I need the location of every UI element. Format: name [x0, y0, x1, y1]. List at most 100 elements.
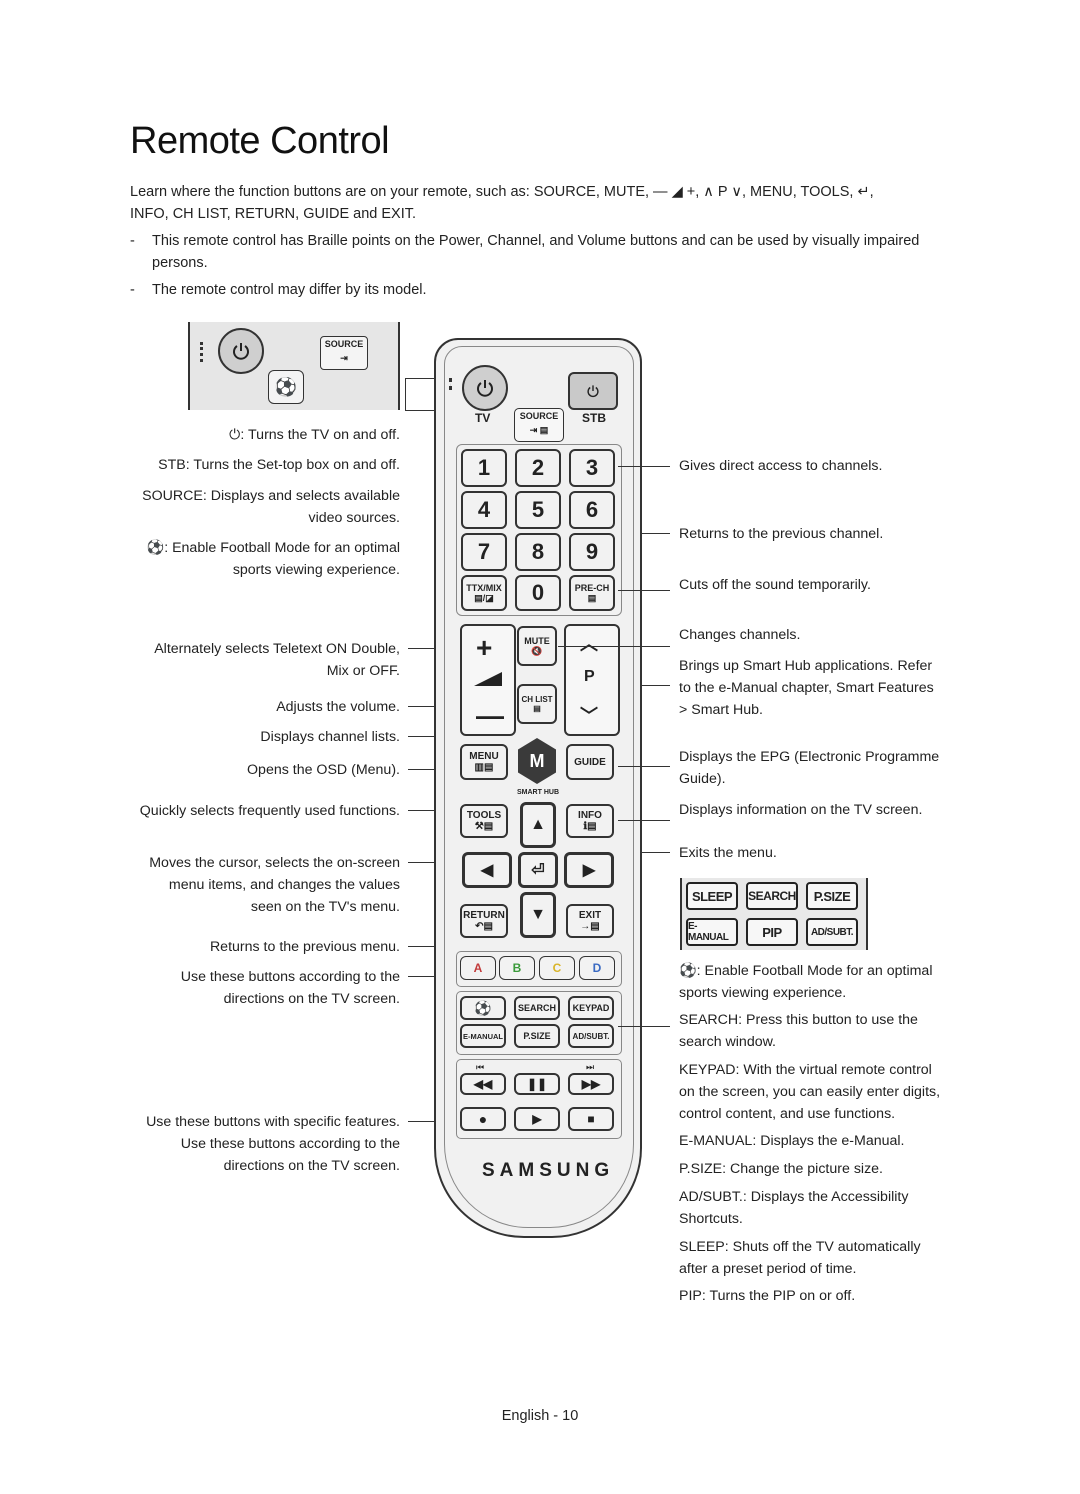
- label-search-2: search window.: [679, 1034, 776, 1050]
- power-icon: [477, 380, 493, 397]
- dpad-down-button[interactable]: ▼: [520, 892, 556, 938]
- note-model: - The remote control may differ by its m…: [130, 279, 950, 301]
- braille-dots: [200, 342, 209, 362]
- dpad-up-button[interactable]: ▲: [520, 802, 556, 848]
- pre-ch-button[interactable]: PRE-CH▤: [569, 575, 615, 611]
- label-smarthub-3: > Smart Hub.: [679, 702, 763, 718]
- page-title: Remote Control: [130, 120, 390, 162]
- pause-button[interactable]: ❚❚: [514, 1073, 560, 1095]
- prech-label: PRE-CH: [574, 582, 610, 593]
- p-size-button[interactable]: P.SIZE: [514, 1024, 560, 1048]
- stb-label: STB: [582, 411, 606, 425]
- label-cursor-1: Moves the cursor, selects the on-screen: [149, 855, 400, 871]
- label-cursor-3: seen on the TV's menu.: [250, 899, 400, 915]
- digit-9-button[interactable]: 9: [569, 533, 615, 571]
- source-button[interactable]: SOURCE⇥ ▤: [514, 408, 564, 442]
- digit-7-button[interactable]: 7: [461, 533, 507, 571]
- callout-pip-button: PIP: [746, 918, 798, 946]
- label-exit: Exits the menu.: [679, 845, 777, 861]
- search-button[interactable]: SEARCH: [514, 996, 560, 1020]
- guide-button[interactable]: GUIDE: [566, 744, 614, 780]
- ad-subt-button[interactable]: AD/SUBT.: [568, 1024, 614, 1048]
- intro-line-2: INFO, CH LIST, RETURN, GUIDE and EXIT.: [130, 206, 417, 222]
- label-adsubt-2: Shortcuts.: [679, 1211, 743, 1227]
- chlist-label: CH LIST: [521, 695, 553, 704]
- channel-rocker[interactable]: ︿ P ﹀: [564, 624, 620, 736]
- rewind-button[interactable]: ◀◀: [460, 1073, 506, 1095]
- note-dash: -: [130, 282, 135, 298]
- volume-rocker[interactable]: + —: [460, 624, 516, 736]
- ttx-mix-button[interactable]: TTX/MIX▤/◪: [461, 575, 507, 611]
- color-c-label: C: [552, 961, 562, 975]
- label-teletext-1: Alternately selects Teletext ON Double,: [154, 641, 400, 657]
- callout-sleep-button: SLEEP: [686, 882, 738, 910]
- smart-hub-button[interactable]: M: [518, 738, 556, 784]
- label-mute: Cuts off the sound temporarily.: [679, 577, 871, 593]
- color-d-label: D: [592, 961, 602, 975]
- record-icon: ●: [478, 1111, 488, 1127]
- dpad-right-button[interactable]: ▶: [564, 852, 614, 888]
- source-label: SOURCE: [519, 411, 559, 421]
- digit-8-button[interactable]: 8: [515, 533, 561, 571]
- stb-power-button[interactable]: [568, 372, 618, 410]
- tools-button[interactable]: TOOLS⚒▤: [460, 804, 508, 838]
- color-button-b[interactable]: B: [499, 956, 535, 980]
- arrow-up-icon: ▲: [530, 816, 546, 833]
- digit-0-button[interactable]: 0: [515, 575, 561, 611]
- channel-down-icon: ﹀: [580, 706, 598, 726]
- intro-text: Learn where the function buttons are on …: [130, 181, 950, 225]
- fast-forward-icon: ▶▶: [581, 1077, 601, 1091]
- menu-icon: ▥▤: [474, 762, 494, 773]
- mute-label: MUTE: [524, 635, 550, 646]
- color-button-d[interactable]: D: [579, 956, 615, 980]
- label-emanual: E-MANUAL: Displays the e-Manual.: [679, 1133, 905, 1149]
- label-stb: STB: Turns the Set-top box on and off.: [158, 457, 400, 473]
- label-chchange: Changes channels.: [679, 627, 801, 643]
- return-button[interactable]: RETURN↶▤: [460, 904, 508, 938]
- football-button[interactable]: ⚽: [460, 996, 506, 1020]
- power-icon: ⏻: [229, 427, 241, 443]
- teletext-icon: ▤/◪: [474, 592, 494, 603]
- digit-3-button[interactable]: 3: [569, 449, 615, 487]
- play-button[interactable]: ▶: [514, 1107, 560, 1131]
- digit-5-button[interactable]: 5: [515, 491, 561, 529]
- label-source-2: video sources.: [308, 510, 400, 526]
- color-button-c[interactable]: C: [539, 956, 575, 980]
- page-footer: English - 10: [501, 1408, 579, 1424]
- ch-list-button[interactable]: CH LIST▤: [517, 684, 557, 724]
- label-cursor-2: menu items, and changes the values: [168, 877, 400, 893]
- ttx-label: TTX/MIX: [466, 582, 502, 593]
- fast-forward-button[interactable]: ▶▶: [568, 1073, 614, 1095]
- label-power: ⏻: Turns the TV on and off.: [229, 427, 400, 443]
- source-button-inset: SOURCE⇥: [320, 336, 368, 370]
- e-manual-button[interactable]: E-MANUAL: [460, 1024, 506, 1048]
- label-abcd-2: directions on the TV screen.: [223, 991, 400, 1007]
- tv-label: TV: [475, 411, 491, 425]
- record-button[interactable]: ●: [460, 1107, 506, 1131]
- callout-emanual-button: E-MANUAL: [686, 918, 738, 946]
- exit-icon: →▤: [580, 921, 600, 932]
- label-search-1: SEARCH: Press this button to use the: [679, 1012, 918, 1028]
- football-icon: ⚽: [474, 999, 492, 1016]
- keypad-button[interactable]: KEYPAD: [568, 996, 614, 1020]
- mute-button[interactable]: MUTE🔇: [517, 626, 557, 666]
- dpad-left-button[interactable]: ◀: [462, 852, 512, 888]
- digit-2-button[interactable]: 2: [515, 449, 561, 487]
- label-smarthub-2: to the e-Manual chapter, Smart Features: [679, 680, 934, 696]
- note-text: This remote control has Braille points o…: [152, 233, 920, 271]
- label-channels: Gives direct access to channels.: [679, 458, 883, 474]
- digit-1-button[interactable]: 1: [461, 449, 507, 487]
- dpad-enter-button[interactable]: ⏎: [518, 852, 558, 888]
- stop-button[interactable]: ■: [568, 1107, 614, 1131]
- menu-button[interactable]: MENU▥▤: [460, 744, 508, 780]
- color-button-a[interactable]: A: [460, 956, 496, 980]
- exit-button[interactable]: EXIT→▤: [566, 904, 614, 938]
- menu-label: MENU: [469, 751, 499, 762]
- power-button: [218, 328, 264, 374]
- digit-4-button[interactable]: 4: [461, 491, 507, 529]
- digit-6-button[interactable]: 6: [569, 491, 615, 529]
- tv-power-button[interactable]: [462, 365, 508, 411]
- label-special-1: Use these buttons with specific features…: [146, 1114, 400, 1130]
- label-chlist: Displays channel lists.: [260, 729, 400, 745]
